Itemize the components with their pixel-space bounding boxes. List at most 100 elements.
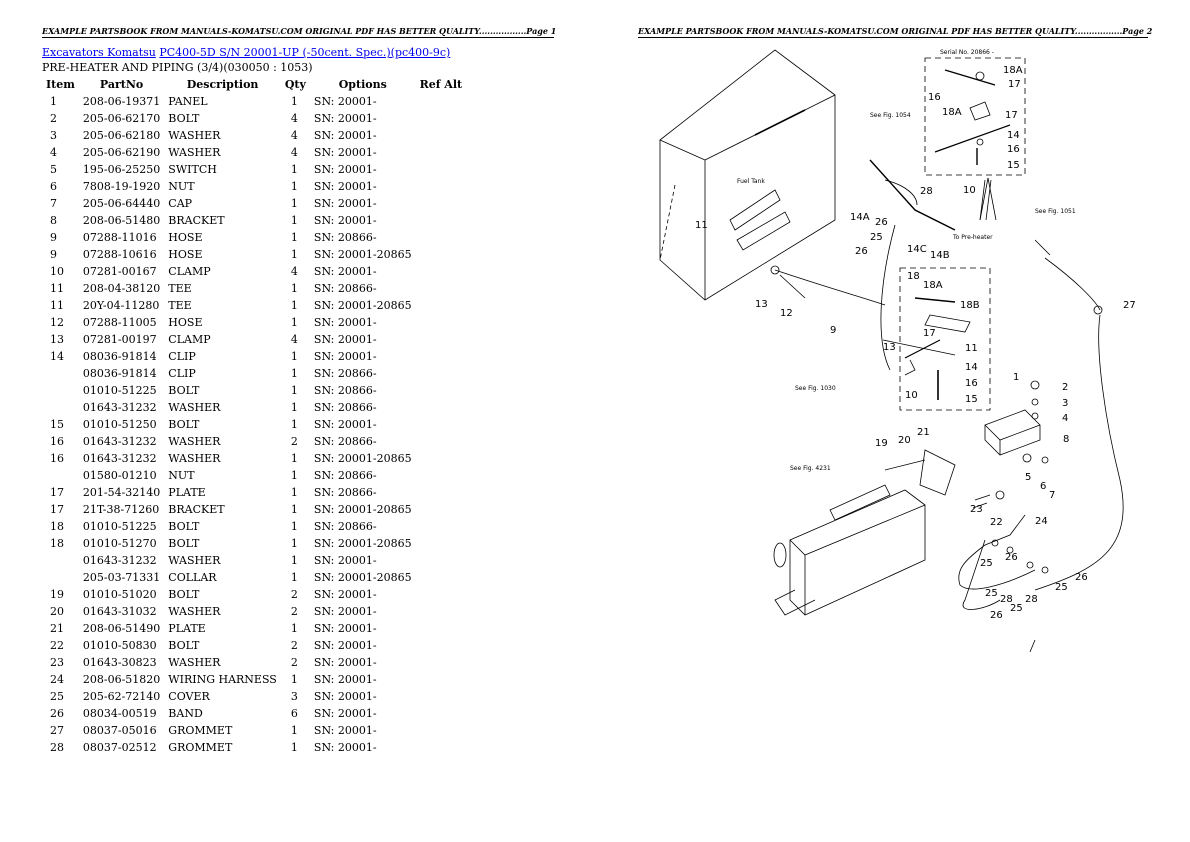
svg-text:14A: 14A [850, 212, 870, 223]
svg-text:26: 26 [875, 217, 888, 228]
cell-item: 28 [50, 741, 64, 754]
svg-text:25: 25 [1055, 582, 1068, 593]
cell-partno: 08037-05016 [82, 724, 157, 737]
svg-text:6: 6 [1040, 481, 1046, 492]
svg-text:16: 16 [928, 92, 941, 103]
cell-qty: 1 [290, 163, 298, 176]
cell-options: SN: 20001- [313, 265, 377, 278]
cell-qty: 3 [290, 690, 298, 703]
svg-text:1: 1 [1013, 372, 1019, 383]
cell-options: SN: 20866- [313, 231, 377, 244]
breadcrumb-link-model[interactable]: PC400-5D S/N 20001-UP (-50cent. Spec.)(p… [159, 46, 451, 59]
column-header-description: Description [186, 78, 259, 91]
cell-item: 21 [50, 622, 64, 635]
cell-ref-alt [416, 331, 467, 348]
cell-item: 23 [50, 656, 64, 669]
cell-options: SN: 20001- [313, 163, 377, 176]
svg-text:13: 13 [883, 342, 896, 353]
cell-options: SN: 20001- [313, 214, 377, 227]
cell-qty: 1 [290, 316, 298, 329]
cell-qty: 1 [290, 197, 298, 210]
cell-description: NUT [168, 180, 195, 193]
cell-partno: 01580-01210 [82, 469, 157, 482]
cell-options: SN: 20001-20865 [313, 537, 412, 550]
cell-options: SN: 20001- [313, 333, 377, 346]
cell-description: COVER [168, 690, 210, 703]
cell-ref-alt [416, 586, 467, 603]
cell-description: PLATE [168, 486, 206, 499]
cell-description: BOLT [168, 639, 200, 652]
cell-item: 18 [50, 520, 64, 533]
cell-description: SWITCH [168, 163, 217, 176]
label-fuel-tank: Fuel Tank [737, 178, 765, 185]
svg-text:15: 15 [1007, 160, 1020, 171]
cell-partno: 205-06-62170 [82, 112, 161, 125]
cell-qty: 2 [290, 588, 298, 601]
cell-item: 10 [50, 265, 64, 278]
cell-partno: 07281-00197 [82, 333, 157, 346]
column-header-partno: PartNo [99, 78, 144, 91]
table-header-row: Item PartNo Description Qty Options Ref … [42, 76, 466, 93]
svg-text:9: 9 [830, 325, 836, 336]
cell-ref-alt [416, 161, 467, 178]
cell-partno: 201-54-32140 [82, 486, 161, 499]
svg-text:26: 26 [1005, 552, 1018, 563]
cell-options: SN: 20001-20865 [313, 299, 412, 312]
svg-text:11: 11 [695, 220, 708, 231]
cell-options: SN: 20001- [313, 180, 377, 193]
cell-qty: 1 [290, 673, 298, 686]
cell-description: HOSE [168, 316, 203, 329]
cell-partno: 08036-91814 [82, 350, 157, 363]
cell-options: SN: 20001- [313, 605, 377, 618]
cell-item: 3 [50, 129, 57, 142]
cell-description: CLAMP [168, 333, 211, 346]
label-see-fig-1051: See Fig. 1051 [1035, 208, 1076, 215]
cell-ref-alt [416, 688, 467, 705]
cell-item: 16 [50, 452, 64, 465]
svg-text:19: 19 [875, 438, 888, 449]
cell-item: 22 [50, 639, 64, 652]
svg-text:7: 7 [1049, 490, 1055, 501]
cell-description: HOSE [168, 248, 203, 261]
cell-item: 25 [50, 690, 64, 703]
svg-text:21: 21 [917, 427, 930, 438]
svg-text:18B: 18B [960, 300, 980, 311]
cell-item: 17 [50, 486, 64, 499]
cell-options: SN: 20001- [313, 197, 377, 210]
cell-qty: 1 [290, 520, 298, 533]
cell-ref-alt [416, 484, 467, 501]
cell-ref-alt [416, 212, 467, 229]
cell-ref-alt [416, 144, 467, 161]
cell-options: SN: 20001- [313, 673, 377, 686]
cell-item: 16 [50, 435, 64, 448]
cell-options: SN: 20001- [313, 418, 377, 431]
cell-description: CLIP [168, 350, 196, 363]
svg-text:28: 28 [1025, 594, 1038, 605]
cell-partno: 208-04-38120 [82, 282, 161, 295]
cell-options: SN: 20001- [313, 129, 377, 142]
breadcrumb-link-category[interactable]: Excavators Komatsu [42, 46, 156, 59]
svg-text:18A: 18A [1003, 65, 1023, 76]
cell-description: PLATE [168, 622, 206, 635]
cell-partno: 01643-31032 [82, 605, 157, 618]
svg-text:18A: 18A [923, 280, 943, 291]
cell-options: SN: 20001- [313, 316, 377, 329]
svg-text:11: 11 [965, 343, 978, 354]
cell-options: SN: 20001- [313, 95, 377, 108]
cell-ref-alt [416, 569, 467, 586]
cell-partno: 07288-10616 [82, 248, 157, 261]
